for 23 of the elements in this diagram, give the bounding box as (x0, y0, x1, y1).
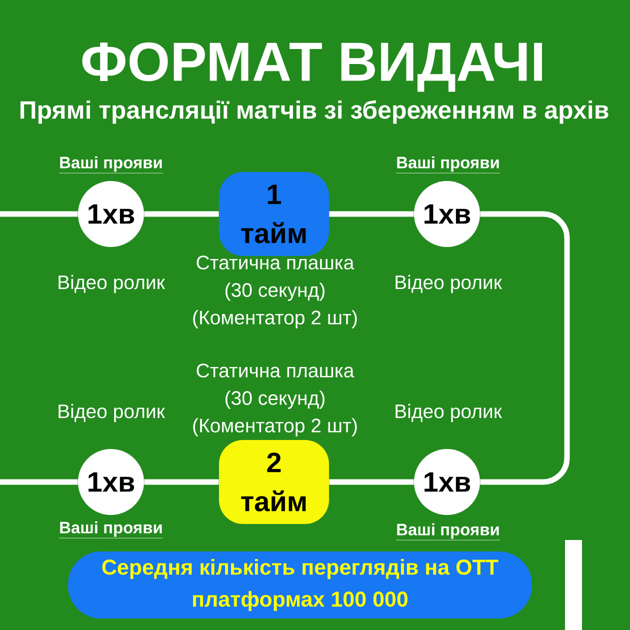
connector-line (0, 479, 78, 485)
underlined-label: Ваші прояви (58, 156, 164, 174)
title: ФОРМАТ ВИДАЧІ (82, 42, 542, 92)
info-banner: Середня кількість переглядів на ОТТ платформах 100 000 (68, 552, 532, 618)
connector-line (144, 211, 219, 217)
underlined-label: Ваші прояви (396, 523, 500, 540)
item-label: Відео ролик (58, 274, 166, 294)
subtitle: Прямі трансляції матчів зі збереженням в архів (20, 100, 608, 124)
connector-line (480, 211, 570, 485)
underlined-label: Ваші прояви (396, 156, 500, 174)
item-label: Відео ролик (58, 404, 166, 422)
connector-line (329, 479, 414, 485)
half-box: 2 тайм (219, 440, 329, 524)
vertical-bar (565, 540, 582, 630)
description-text: Статична плашка (30 секунд) (Коментатор 2 шт) (193, 364, 357, 436)
description-text: Статична плашка (30 секунд) (Коментатор 2 шт) (193, 256, 357, 328)
connector-line (0, 211, 78, 217)
item-label: Відео ролик (396, 274, 502, 294)
connector-line (329, 211, 414, 217)
connector-line (144, 479, 219, 485)
item-label: Відео ролик (396, 404, 502, 422)
half-box: 1 тайм (219, 172, 329, 256)
underlined-label: Ваші прояви (58, 521, 164, 538)
